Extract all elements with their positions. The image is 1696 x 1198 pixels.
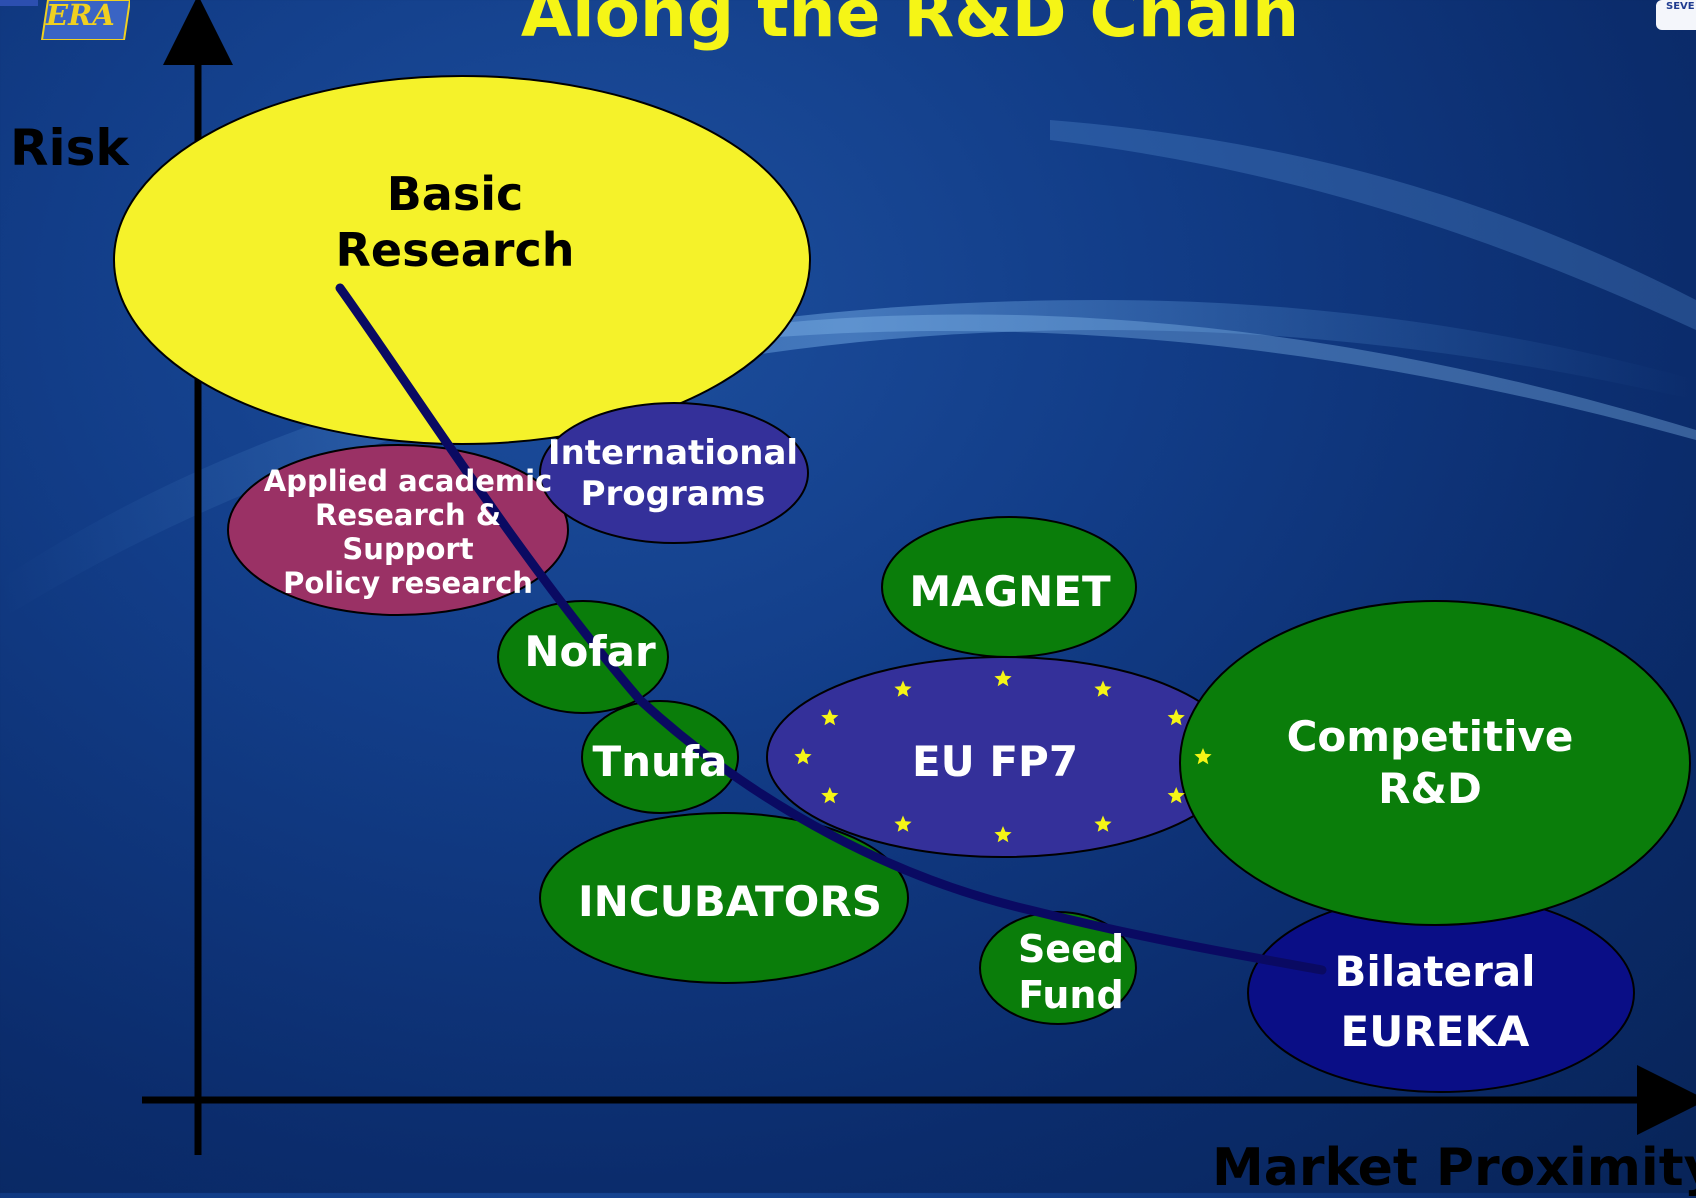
label-magnet: MAGNET bbox=[909, 567, 1111, 616]
background-swoosh bbox=[1050, 120, 1696, 330]
eu-star bbox=[994, 670, 1012, 687]
bubble-tnufa bbox=[581, 700, 739, 814]
eu-star bbox=[1094, 680, 1112, 697]
bubble-basic-research bbox=[113, 75, 811, 445]
eu-star bbox=[1094, 815, 1112, 832]
label-applied-research: Applied academic Research & Support Poli… bbox=[263, 464, 553, 600]
bubble-seed-fund bbox=[979, 911, 1137, 1025]
eu-star bbox=[1167, 787, 1185, 804]
eu-stars bbox=[794, 670, 1212, 843]
label-international-programs: International Programs bbox=[547, 433, 799, 514]
bubble-international-programs bbox=[539, 402, 809, 544]
eu-star bbox=[894, 680, 912, 697]
eu-star bbox=[821, 709, 839, 726]
bubble-competitive-rd bbox=[1179, 600, 1691, 926]
label-basic-research: Basic Research bbox=[335, 167, 575, 277]
era-logo: ERA bbox=[0, 0, 130, 40]
corner-logo: SEVE bbox=[1656, 0, 1696, 30]
label-nofar: Nofar bbox=[524, 627, 656, 676]
label-competitive-rd: Competitive R&D bbox=[1286, 712, 1574, 813]
eu-star bbox=[1194, 748, 1212, 765]
bubble-incubators bbox=[539, 812, 909, 984]
eu-star bbox=[821, 787, 839, 804]
label-eu-fp7: EU FP7 bbox=[911, 737, 1079, 786]
eu-star bbox=[994, 826, 1012, 843]
label-tnufa: Tnufa bbox=[592, 737, 728, 786]
eu-star bbox=[894, 815, 912, 832]
background-swoosh bbox=[650, 314, 1696, 440]
risk-curve bbox=[335, 283, 1327, 975]
y-axis-label: Risk bbox=[10, 119, 129, 177]
corner-logo-text: SEVE bbox=[1666, 1, 1695, 12]
era-logo-text: ERA bbox=[46, 0, 115, 32]
slide-title: Along the R&D Chain bbox=[520, 0, 1300, 52]
eu-star bbox=[1167, 709, 1185, 726]
x-axis-label: Market Proximity bbox=[1212, 1138, 1696, 1198]
label-incubators: INCUBATORS bbox=[578, 877, 882, 926]
label-bilateral-eureka: Bilateral EUREKA bbox=[1334, 947, 1536, 1056]
eu-star bbox=[794, 748, 812, 765]
label-seed-fund: Seed Fund bbox=[1017, 927, 1125, 1017]
